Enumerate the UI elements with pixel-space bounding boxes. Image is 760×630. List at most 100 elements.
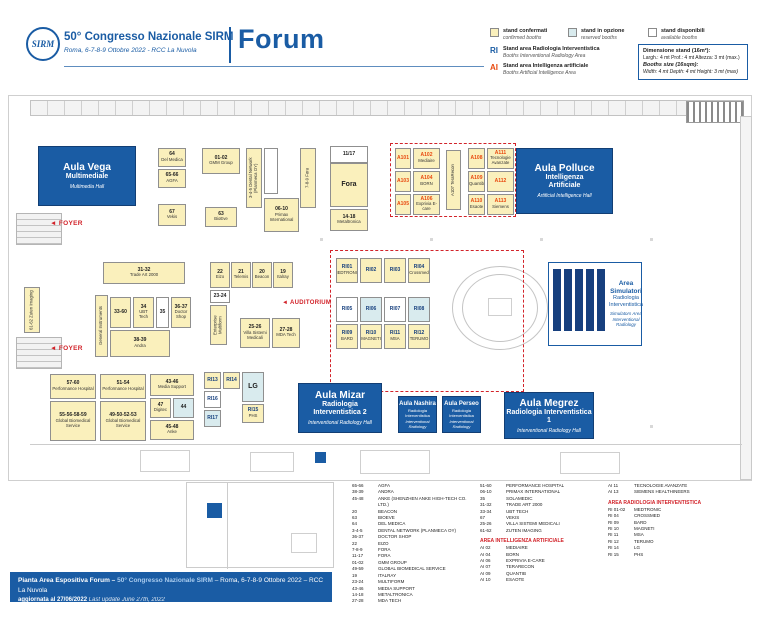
foyer-label-lower: ◄ FOYER <box>50 345 83 352</box>
column-mark <box>650 425 653 428</box>
legend-confirmed: stand confermati confirmed booths <box>490 28 547 41</box>
booth-23-24: 23-24 <box>210 290 230 303</box>
foyer-text: FOYER <box>58 220 83 227</box>
hall-subtitle: Interventistica 2 <box>313 409 367 416</box>
column-mark <box>540 238 543 241</box>
right-wall <box>740 116 752 480</box>
booth-ri07: RI07 <box>384 297 406 322</box>
simulators-area-label: Area Simulatori Radiologia Interventisti… <box>609 269 643 339</box>
legend-ri: RI Stand area Radiologia Interventistica… <box>490 46 600 59</box>
legend-ai-label-en: Booths Artificial Intelligence Area <box>503 69 576 76</box>
footer-line1: Pianta Area Espositiva Forum – 50° Congr… <box>18 576 324 596</box>
sim-line: Simulatori <box>610 287 642 295</box>
booth-lg: LG <box>242 372 264 402</box>
column-mark <box>650 238 653 241</box>
footer-congress-name: 50° Congresso Nazionale SIRM <box>117 577 213 584</box>
ai-code: AI <box>490 63 498 72</box>
hall-aula-vega: Aula Vega Multimediale Multimedia Hall <box>38 146 136 206</box>
hall-subtitle-en: Interventional Radiology Hall <box>308 420 372 426</box>
option-swatch-icon <box>568 28 577 37</box>
top-wall-rooms <box>30 100 744 116</box>
hall-subtitle: Intelligenza <box>545 174 584 181</box>
service-room-4 <box>560 452 620 474</box>
booth-a107: A107 TeraRecon <box>446 150 461 210</box>
legend-ri-label-en: Booths Interventional Radiology Area <box>503 52 586 59</box>
legend-confirmed-label: stand confermati <box>503 28 548 34</box>
congress-subtitle: Roma, 6-7-8-9 Ottobre 2022 - RCC La Nuvo… <box>64 47 197 54</box>
simulators-area: Area Simulatori Radiologia Interventisti… <box>548 262 643 346</box>
service-room-2 <box>250 452 294 472</box>
confirmed-swatch-icon <box>490 28 499 37</box>
booth-a103: A103 <box>395 171 411 192</box>
dim-title-en: Booths size (16sqm): <box>643 62 699 68</box>
hall-subtitle: Multimediale <box>65 173 109 180</box>
auditorium-shell-inner <box>462 274 538 342</box>
fragment-room <box>291 533 317 553</box>
sim-line-en: Radiology <box>615 322 636 328</box>
booth-3-4-5: 3-4-5 Dental Network (Planmeca OY) <box>246 148 262 208</box>
footer-update-date: aggiornata al 27/06/2022 <box>18 597 89 603</box>
service-room-1 <box>140 450 190 472</box>
hall-subtitle: Artificiale <box>548 182 581 189</box>
booth-a101: A101 <box>395 148 411 169</box>
sim-line: Area <box>618 280 634 288</box>
lower-level-fragment <box>186 482 334 569</box>
column-mark <box>430 238 433 241</box>
booth-a108: A108 <box>468 148 485 169</box>
ri-code: RI <box>490 46 498 55</box>
simulator-bar <box>553 269 561 331</box>
sim-line: Interventistica <box>609 301 643 308</box>
hall-subtitle-en: Interventional Radiology <box>449 418 474 429</box>
legend-ai-label: Stand area Intelligenza artificiale <box>503 63 589 69</box>
auditorium-text: AUDITORIUM <box>290 300 332 306</box>
hall-aula-polluce: Aula Polluce Intelligenza Artificiale Ar… <box>516 148 613 214</box>
booth-available <box>264 148 278 194</box>
escalator-lower <box>16 337 62 369</box>
booth-ri01: RI01MEDTRONIC <box>336 258 358 283</box>
footer-venue: – Roma, 6-7-8-9 Ottobre 2022 – RCC La Nu… <box>18 577 324 594</box>
booth-7-8-9: 7-8-9 Fora <box>300 148 316 208</box>
arrow-left-icon: ◄ <box>282 300 289 306</box>
booth-ri06: RI06 <box>360 297 382 322</box>
arrow-left-icon: ◄ <box>50 220 57 227</box>
sirm-logo-text: SIRM <box>31 39 55 49</box>
fragment-lift-icon <box>207 503 222 518</box>
bottom-corridor-line <box>30 444 742 445</box>
booth-44: 44 <box>173 398 194 418</box>
ri-zone-boundary <box>330 250 524 392</box>
arrow-left-icon: ◄ <box>50 345 57 352</box>
booth-a105: A105 <box>395 194 411 215</box>
booth-dimensions-box: Dimensione stand (16m²): Largh.: 4 mt Pr… <box>638 44 748 80</box>
hall-subtitle: Radiologia Interventistica <box>405 407 430 418</box>
booth-ri03: RI03 <box>384 258 406 283</box>
sirm-logo: SIRM <box>26 27 60 61</box>
